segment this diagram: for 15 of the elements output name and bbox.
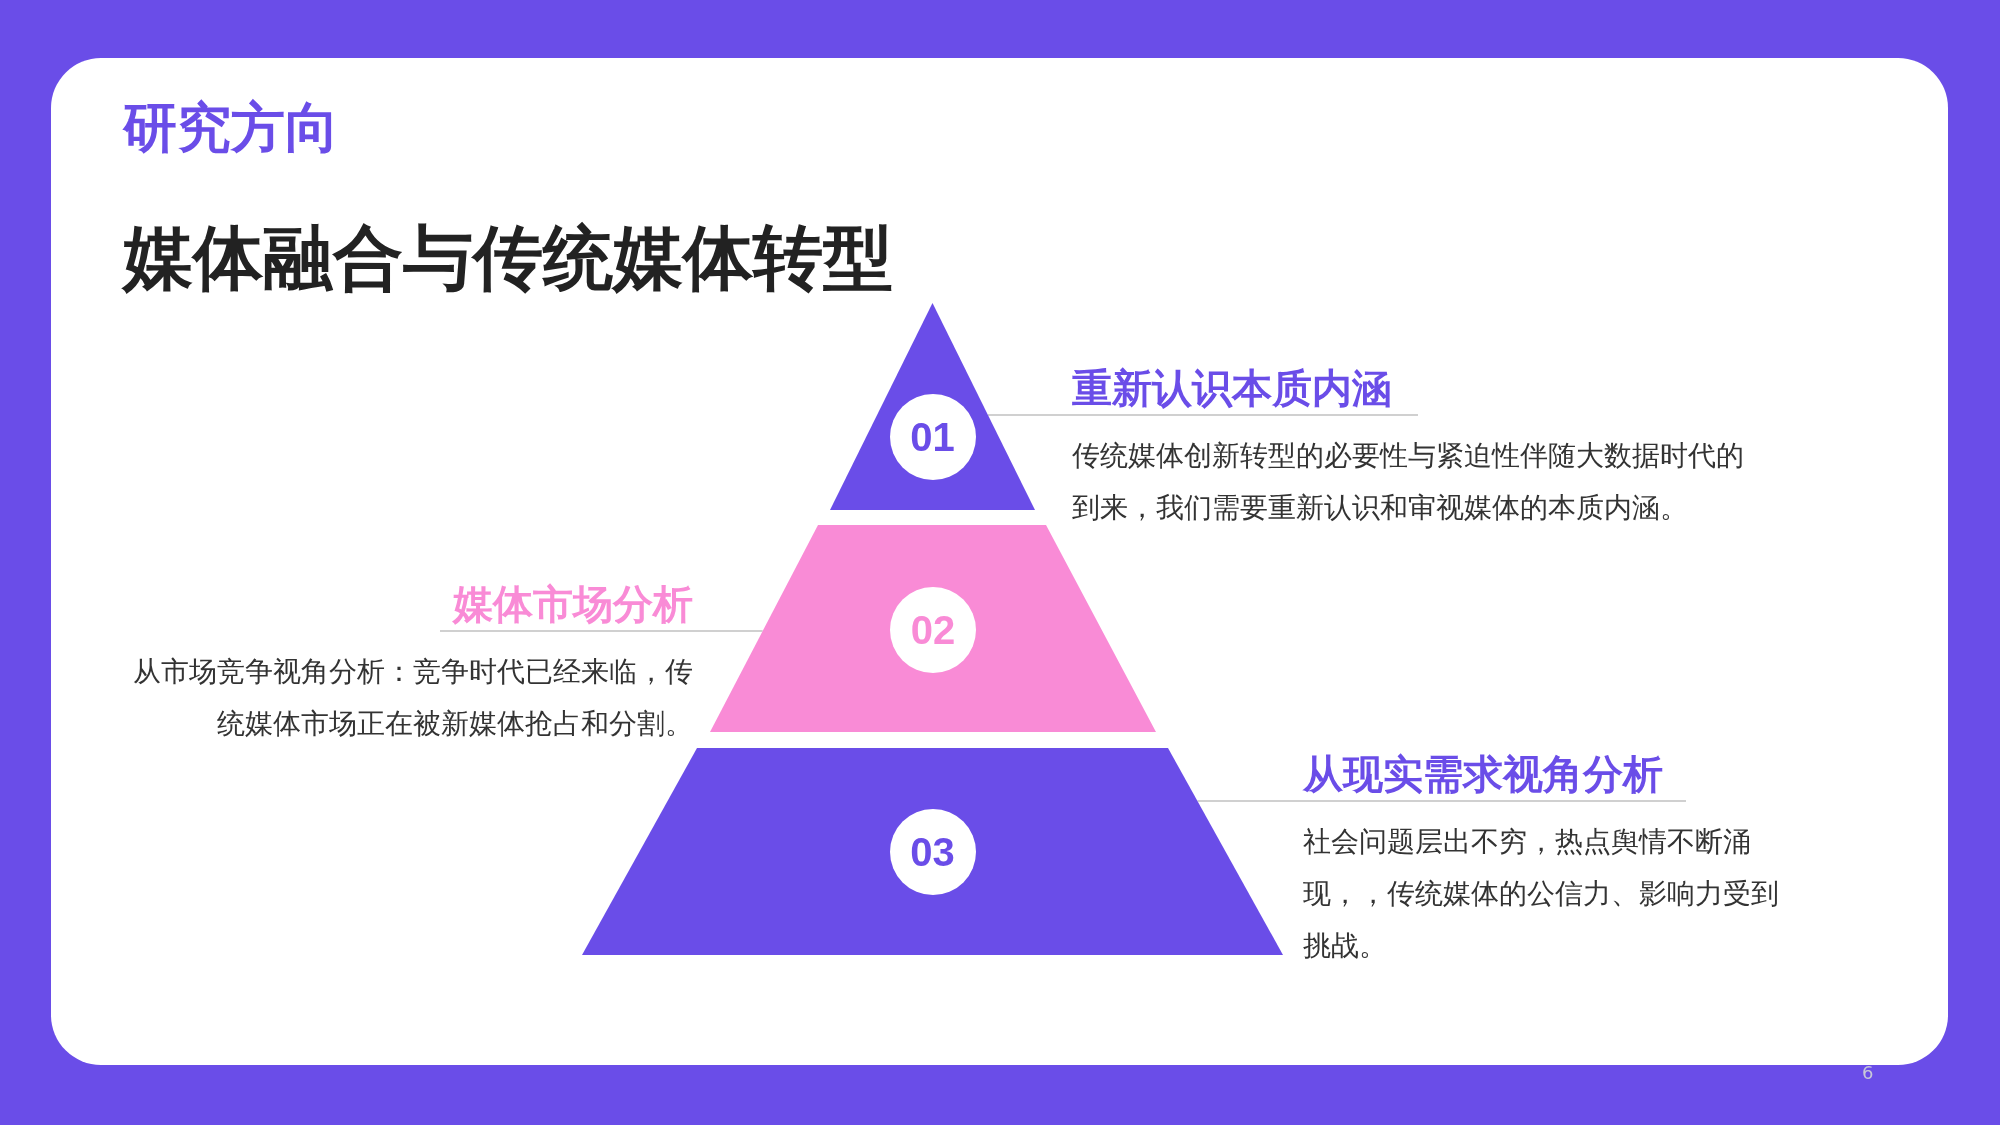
leader-line <box>1196 800 1304 802</box>
pyramid-tier <box>582 748 1283 955</box>
step-description: 传统媒体创新转型的必要性与紧迫性伴随大数据时代的到来，我们需要重新认识和审视媒体的本质内涵。 <box>1072 438 1745 526</box>
step-description: 从市场竞争视角分析：竞争时代已经来临，传统媒体市场正在被新媒体抢占和分割。 <box>132 654 693 742</box>
step-description: 社会问题层出不穷，热点舆情不断涌现，，传统媒体的公信力、影响力受到挑战。 <box>1303 824 1780 964</box>
section-heading: 研究方向 <box>123 95 339 161</box>
leader-line <box>986 414 1073 416</box>
page-number: 6 <box>1862 1062 1874 1083</box>
step-heading: 从现实需求视角分析 <box>1303 750 1686 802</box>
pyramid-tier <box>710 525 1156 732</box>
pyramid-tier <box>830 303 1035 510</box>
step-heading: 重新认识本质内涵 <box>1072 364 1418 416</box>
step-heading: 媒体市场分析 <box>440 580 693 632</box>
slide-title: 媒体融合与传统媒体转型 <box>123 216 893 301</box>
leader-line <box>692 630 764 632</box>
